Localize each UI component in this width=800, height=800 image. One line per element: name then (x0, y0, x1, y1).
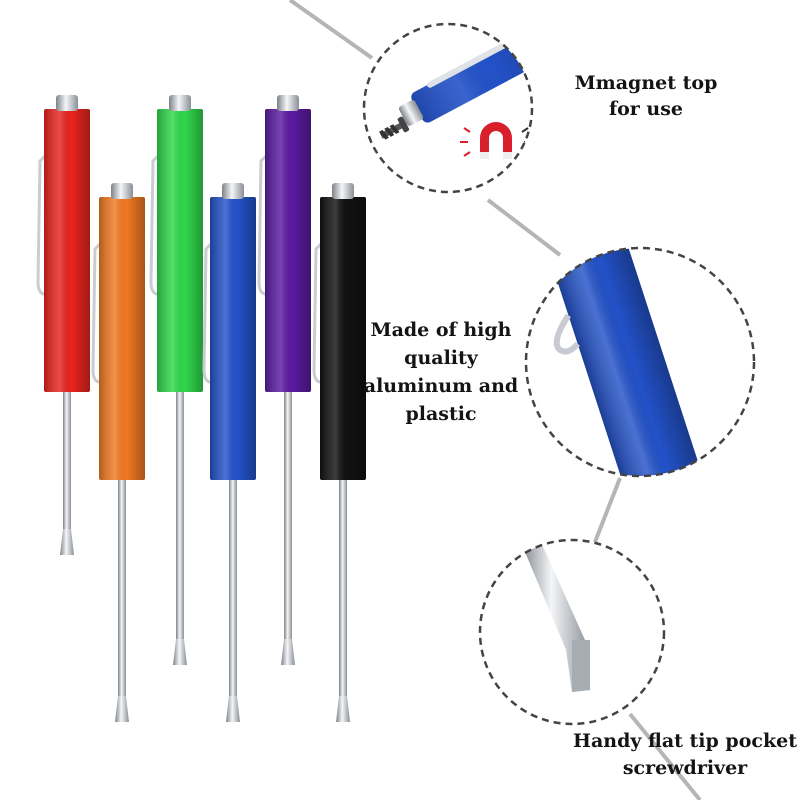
zoomed-clip (426, 32, 525, 88)
flat-tip (173, 639, 187, 665)
screwdriver-green (149, 95, 203, 665)
flat-tip (336, 696, 350, 722)
caption-tip-line2: screwdriver (622, 757, 748, 779)
shaft (284, 392, 292, 639)
shaft (229, 480, 237, 696)
screwdriver-blue (202, 183, 256, 722)
zoomed-magnet-cap (398, 100, 424, 126)
screwdriver-group (36, 95, 366, 722)
flat-tip (60, 529, 74, 555)
caption-tip-line1: Handy flat tip pocket (573, 730, 797, 752)
caption-material-line2: quality (404, 347, 478, 369)
zoom-circle-material-border (524, 246, 756, 478)
connector-lines (288, 0, 702, 800)
magnet-cap (277, 95, 299, 111)
zoom-circle-magnet-border (362, 22, 534, 194)
caption-magnet-top: Mmagnet top for use (566, 70, 726, 122)
magnet-cap (332, 183, 354, 199)
connector-line-lower (593, 477, 622, 543)
caption-material-line1: Made of high (370, 319, 512, 341)
screwdriver-purple (257, 95, 311, 665)
zoom-circle-tip (478, 538, 666, 726)
magnet-cap (111, 183, 133, 199)
zoomed-clip-end (553, 313, 580, 355)
screw-icon (378, 116, 410, 140)
flat-tip (281, 639, 295, 665)
shaft (339, 480, 347, 696)
screwdriver-red (36, 95, 90, 555)
flat-tip (115, 696, 129, 722)
magnet-cap (56, 95, 78, 111)
zoom-circle-magnet (362, 22, 534, 194)
caption-magnet-line2: for use (608, 98, 684, 120)
shaft (118, 480, 126, 696)
connector-line-bottom (628, 712, 702, 800)
magnet-cap (169, 95, 191, 111)
caption-magnet-line1: Mmagnet top (574, 72, 718, 94)
zoom-circle-material (524, 246, 756, 478)
shaft (63, 392, 71, 529)
caption-material-line3: aluminum and (363, 375, 519, 397)
caption-flat-tip: Handy flat tip pocket screwdriver (570, 728, 800, 782)
zoom-circle-tip-border (478, 538, 666, 726)
screwdriver-black (312, 183, 366, 722)
connector-line-middle (486, 198, 562, 257)
magnet-cap (222, 183, 244, 199)
flat-tip (226, 696, 240, 722)
connector-line-top (288, 0, 374, 60)
caption-material: Made of high quality aluminum and plasti… (352, 316, 530, 428)
screwdriver-orange (91, 183, 145, 722)
shaft (176, 392, 184, 639)
caption-material-line4: plastic (405, 403, 477, 425)
